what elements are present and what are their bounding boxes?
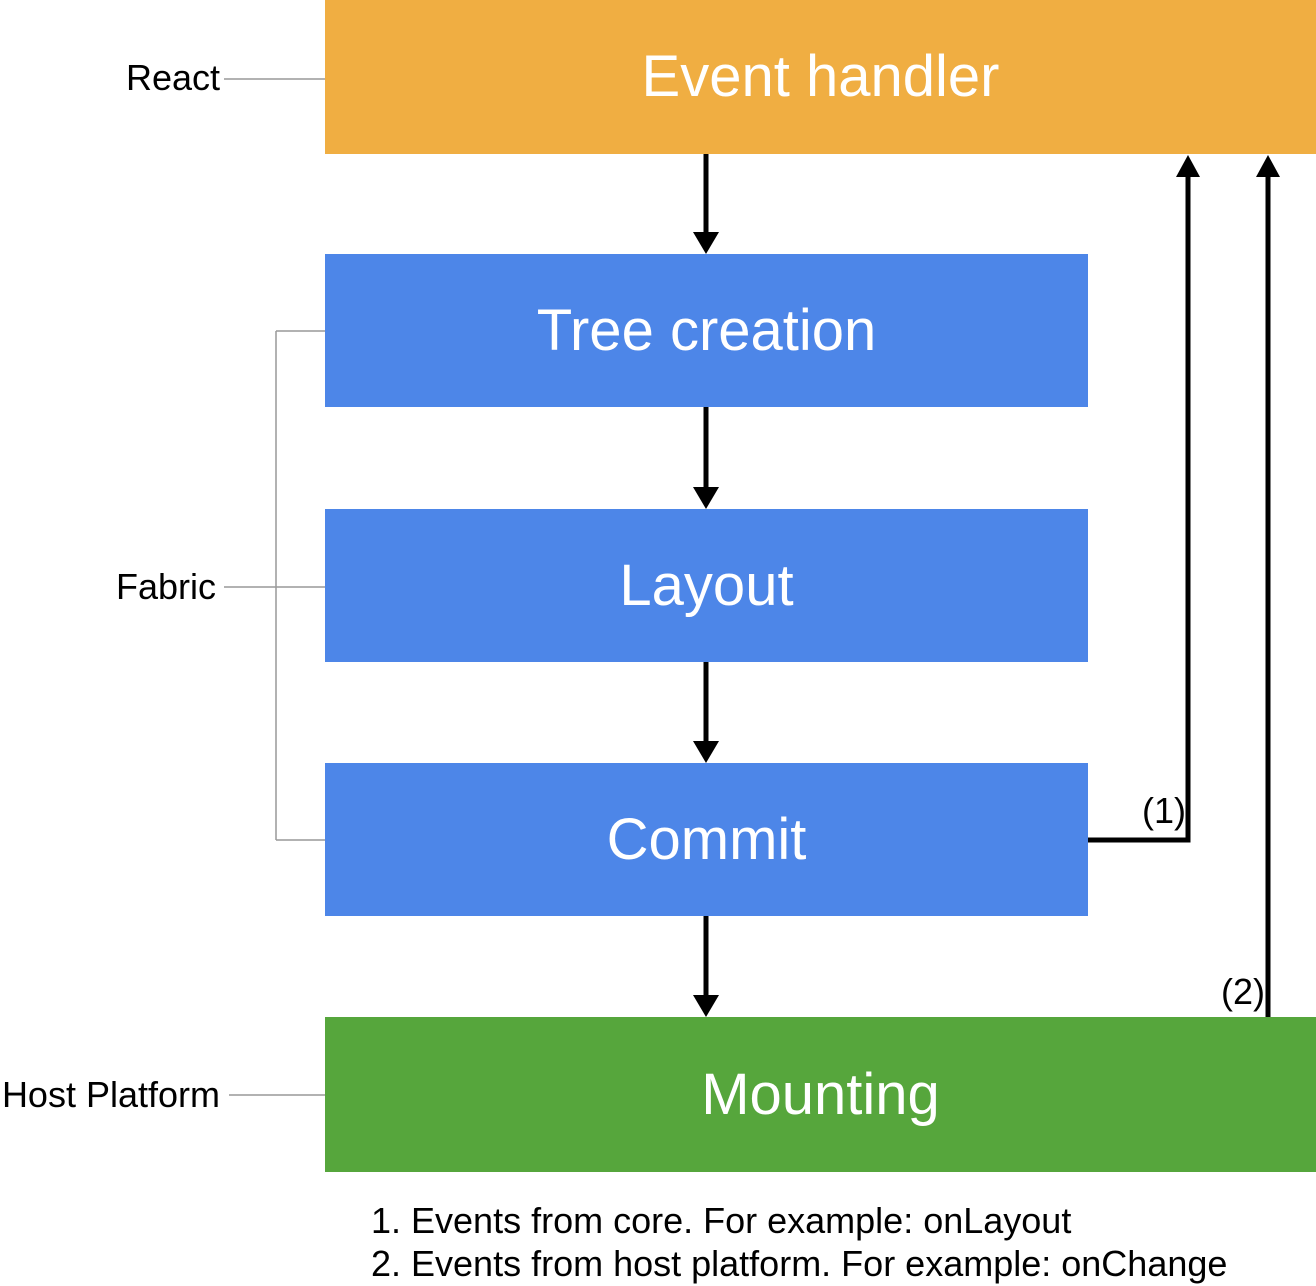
arrow-commit-to-event-shaft: [1088, 176, 1191, 843]
tree-creation-label: Tree creation: [536, 297, 877, 363]
host-platform-side-label: Host Platform: [1, 1074, 220, 1115]
arrow-layout-to-commit-head: [693, 741, 719, 763]
footnote-1: 1. Events from core. For example: onLayo…: [371, 1200, 1072, 1241]
tree-creation-box: Tree creation: [325, 254, 1088, 407]
footnotes: 1. Events from core. For example: onLayo…: [371, 1199, 1227, 1285]
commit-box: Commit: [325, 763, 1088, 916]
react-side-label: React: [125, 57, 220, 98]
arrow-event-to-tree-head: [693, 232, 719, 254]
layout-box: Layout: [325, 509, 1088, 662]
callout-note2: (2): [1221, 971, 1265, 1012]
arrow-commit-to-mounting-head: [693, 995, 719, 1017]
arrow-tree-to-layout-head: [693, 487, 719, 509]
callout-note1: (1): [1142, 790, 1186, 831]
arrow-commit-to-event-head: [1176, 155, 1200, 177]
arrow-mounting-to-event-head: [1256, 155, 1280, 177]
mounting-label: Mounting: [701, 1061, 940, 1127]
event-handler-label: Event handler: [641, 44, 1000, 109]
commit-label: Commit: [606, 806, 807, 872]
event-handler-box: Event handler: [325, 0, 1316, 154]
layout-label: Layout: [619, 552, 794, 618]
fabric-side-label: Fabric: [115, 566, 216, 607]
mounting-box: Mounting: [325, 1017, 1316, 1172]
footnote-2: 2. Events from host platform. For exampl…: [371, 1243, 1228, 1284]
